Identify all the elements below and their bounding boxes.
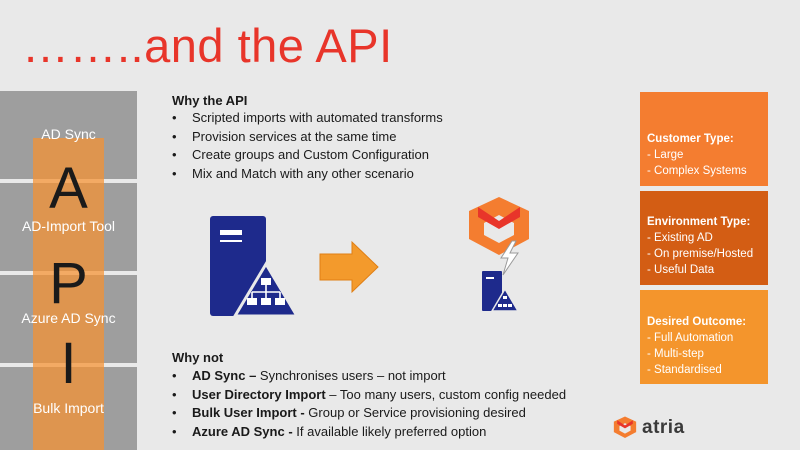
api-letter-a: A <box>49 156 88 221</box>
api-bar <box>33 138 104 450</box>
stack-label-ad-sync: AD Sync <box>41 126 96 142</box>
server-network-icon <box>210 216 300 318</box>
environment-type-box: Environment Type: - Existing AD - On pre… <box>640 191 768 285</box>
why-item: Provision services at the same time <box>172 128 443 147</box>
why-item: Create groups and Custom Configuration <box>172 146 443 165</box>
brand-name: atria <box>642 417 685 438</box>
desired-outcome-item: - Standardised <box>647 364 722 376</box>
why-not-item-title: User Directory Import <box>192 386 326 402</box>
customer-type-item: - Large <box>647 149 684 161</box>
why-heading: Why the API <box>172 93 248 108</box>
why-not-item-text: Synchronises users – not import <box>256 368 446 383</box>
stack-label-bulk: Bulk Import <box>33 400 104 416</box>
desired-outcome-item: - Full Automation <box>647 332 734 344</box>
why-not-item-title: AD Sync – <box>192 368 257 383</box>
lightning-icon <box>500 240 519 276</box>
why-not-item-text: Group or Service provisioning desired <box>304 405 526 420</box>
why-not-heading: Why not <box>172 350 224 365</box>
api-letter-p: P <box>49 251 88 316</box>
desired-outcome-heading: Desired Outcome: <box>647 316 747 328</box>
desired-outcome-box: Desired Outcome: - Full Automation - Mul… <box>640 290 768 384</box>
why-not-item: User Directory Import – Too many users, … <box>172 386 566 405</box>
brand-logo: atria <box>612 414 685 442</box>
customer-type-heading: Customer Type: <box>647 133 734 145</box>
environment-type-heading: Environment Type: <box>647 216 751 228</box>
atria-small-logo-icon <box>613 416 637 439</box>
why-not-item-text: – Too many users, custom config needed <box>325 386 567 402</box>
why-list: Scripted imports with automated transfor… <box>172 109 443 183</box>
desired-outcome-item: - Multi-step <box>647 348 704 360</box>
stack-label-azure: Azure AD Sync <box>21 310 116 326</box>
environment-type-item: - Useful Data <box>647 264 715 276</box>
customer-type-box: Customer Type: - Large - Complex Systems <box>640 92 768 186</box>
why-not-list: AD Sync – Synchronises users – not impor… <box>172 367 566 441</box>
why-not-item-title: Azure AD Sync - <box>192 423 293 439</box>
customer-type-item: - Complex Systems <box>647 165 747 177</box>
arrow-right-icon <box>319 240 379 294</box>
why-not-item-text: If available likely preferred option <box>292 423 487 439</box>
why-not-item: AD Sync – Synchronises users – not impor… <box>172 367 566 386</box>
why-not-item: Bulk User Import - Group or Service prov… <box>172 404 566 423</box>
why-item: Mix and Match with any other scenario <box>172 165 443 184</box>
slide-title: ……..and the API <box>22 19 393 72</box>
environment-type-item: - Existing AD <box>647 232 713 244</box>
why-item: Scripted imports with automated transfor… <box>172 109 443 128</box>
stack-label-ad-import: AD-Import Tool <box>21 218 116 234</box>
why-not-item-title: Bulk User Import - <box>192 405 305 420</box>
api-letter-i: I <box>60 331 77 396</box>
small-server-icon <box>482 271 520 312</box>
why-not-item: Azure AD Sync - If available likely pref… <box>172 423 566 442</box>
environment-type-item: - On premise/Hosted <box>647 248 754 260</box>
